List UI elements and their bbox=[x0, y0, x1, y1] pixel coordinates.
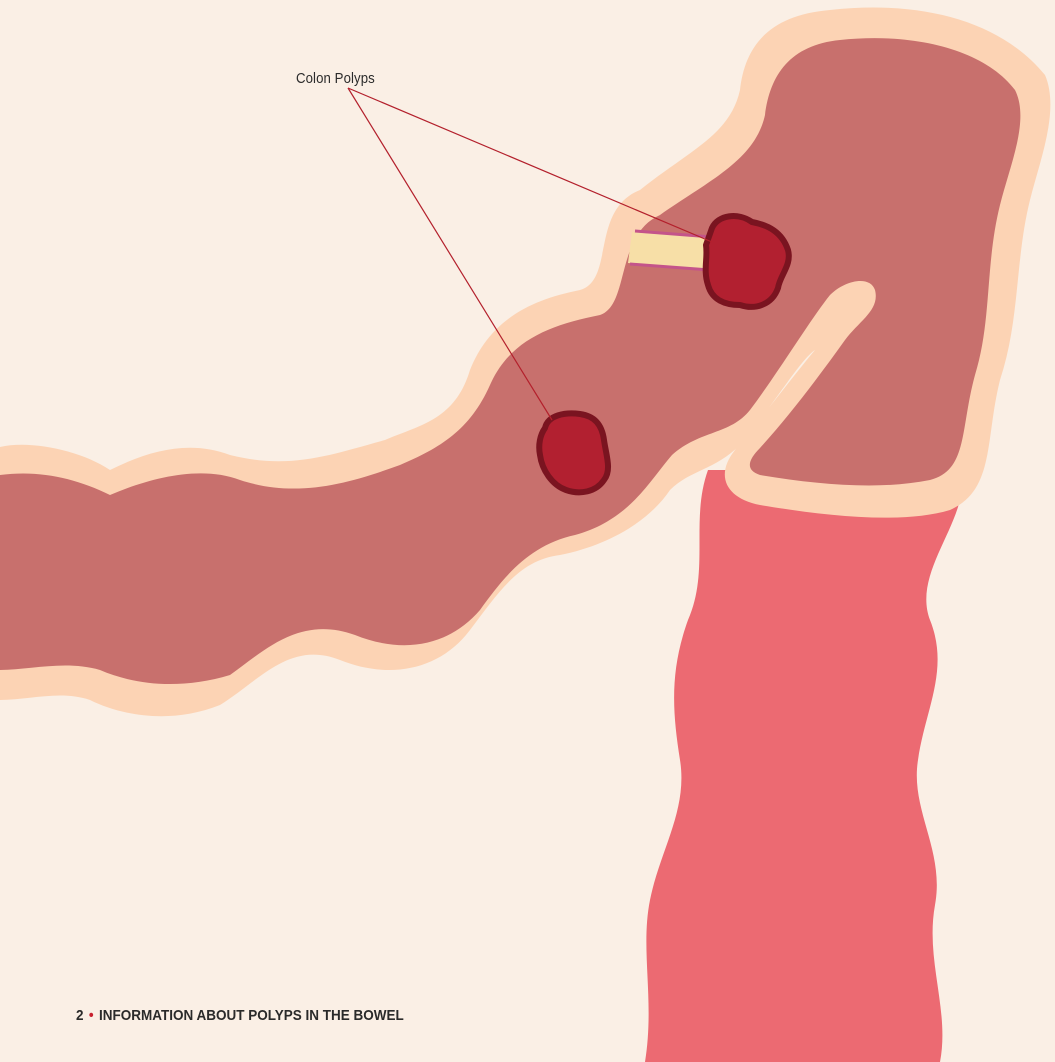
leader-line-lower bbox=[348, 88, 552, 420]
colon-polyps-label: Colon Polyps bbox=[296, 70, 375, 87]
footer-separator: • bbox=[89, 1007, 94, 1024]
lower-polyp bbox=[539, 413, 608, 492]
page-number: 2 bbox=[76, 1007, 84, 1024]
page-footer: 2 • INFORMATION ABOUT POLYPS IN THE BOWEL bbox=[76, 1007, 404, 1024]
leader-line-upper bbox=[348, 88, 712, 242]
upper-polyp bbox=[706, 216, 789, 307]
rectum-section bbox=[645, 470, 975, 1062]
footer-title: INFORMATION ABOUT POLYPS IN THE BOWEL bbox=[99, 1007, 404, 1024]
